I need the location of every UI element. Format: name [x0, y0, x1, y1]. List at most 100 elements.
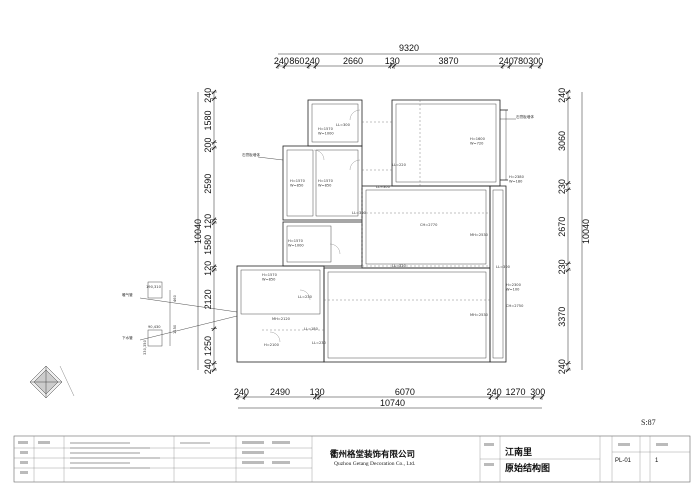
right-segment-label: 3060: [557, 131, 567, 151]
left-dimension-ticks: [211, 89, 217, 373]
bottom-dimension-ticks: [235, 394, 545, 400]
dim-bottom-total: 10740: [380, 398, 405, 408]
top-slash: [282, 63, 288, 69]
company-name: 衢州格堂装饰有限公司: [330, 450, 416, 460]
top-slash: [275, 63, 281, 69]
room-note: MH=2530: [470, 233, 489, 237]
bottom-slash: [235, 394, 241, 400]
left-dimension-chain: [197, 92, 215, 370]
room-note: LL=230: [312, 341, 327, 345]
sheet-number: 1: [655, 458, 659, 464]
sheet-border: [13, 435, 691, 483]
left-slash: [211, 89, 217, 95]
left-slash: [211, 140, 217, 145]
room-notes: H=1570W=1000LL=300H=1600W=720LL=220H=157…: [262, 123, 525, 347]
room-note: H=1570: [318, 127, 334, 131]
left-segment-label: 120: [203, 214, 213, 229]
left-slash: [211, 326, 217, 332]
room-note: W=850: [318, 184, 332, 188]
room-note: LL=300: [496, 265, 511, 269]
top-segment-label: 2660: [343, 56, 363, 66]
callout-460: 460: [173, 294, 177, 302]
top-slash: [500, 63, 506, 69]
left-slash: [211, 367, 217, 373]
floor-plan-walls: [236, 99, 508, 363]
bottom-slash: [495, 394, 500, 400]
top-segment-label: 300: [528, 56, 543, 66]
callout-drain-pipe: 下水管: [122, 335, 133, 340]
right-segment-label: 230: [557, 179, 567, 194]
top-segment-label: 130: [385, 56, 400, 66]
room-note: H=2300: [506, 283, 522, 287]
room-note: LL=300: [352, 211, 367, 215]
left-segment-label: 120: [203, 261, 213, 276]
left-slash: [211, 220, 217, 226]
bottom-slash: [316, 394, 322, 400]
top-segment-label: 3870: [438, 56, 458, 66]
room-note: LL=300: [376, 185, 391, 189]
room-note: LL=230: [298, 295, 313, 299]
left-segment-label: 1250: [203, 336, 213, 356]
bottom-segment-label: 300: [530, 387, 545, 397]
right-dimension-chain: [567, 92, 583, 370]
right-dimension-ticks: [565, 89, 571, 373]
bottom-segment-label: 2490: [270, 387, 290, 397]
top-slash: [537, 63, 543, 69]
room-note: CH=2750: [506, 304, 524, 308]
right-slash: [565, 261, 571, 266]
left-segment-label: 2590: [203, 174, 213, 194]
left-segment-label: 200: [203, 138, 213, 153]
right-segment-label: 240: [557, 359, 567, 374]
bottom-slash: [312, 394, 318, 400]
callout-leaders: [139, 118, 516, 347]
right-slash: [565, 181, 571, 186]
room-note: LL=300: [336, 123, 351, 127]
left-slash: [211, 361, 217, 366]
top-slash: [529, 63, 534, 69]
room-note: H=2100: [264, 343, 280, 347]
right-segment-label: 3370: [557, 307, 567, 327]
right-segment-label: 2670: [557, 217, 567, 237]
callout-330-350: 330,350: [143, 339, 147, 355]
dim-top-total: 9320: [399, 43, 419, 53]
room-note: W=850: [290, 184, 304, 188]
room-note: LL=180: [304, 327, 319, 331]
left-slash: [211, 96, 217, 101]
right-slash: [565, 267, 571, 273]
left-slash: [211, 145, 217, 151]
left-segment-label: 1580: [203, 235, 213, 255]
room-note: H=2380: [509, 175, 525, 179]
room-note: H=1600: [470, 137, 486, 141]
room-note: MH=2530: [470, 313, 489, 317]
company-name-en: Quzhou Getang Decoration Co., Ltd.: [334, 461, 416, 467]
callout-hot-water-pipe: 暖气管: [122, 292, 133, 297]
right-slash: [565, 96, 571, 101]
room-note: W=1000: [288, 244, 304, 248]
top-dimension-chain: [278, 53, 540, 67]
callout-190-310: 190,310: [146, 285, 162, 289]
left-segment-label: 1580: [203, 111, 213, 131]
door-swings: [269, 109, 361, 343]
left-slash: [211, 264, 217, 270]
left-slash: [211, 267, 217, 273]
top-dimension-ticks: [275, 63, 543, 69]
title-block-grid: [14, 436, 690, 482]
left-segment-label: 240: [203, 88, 213, 103]
room-note: W=180: [509, 180, 523, 184]
project-name: 江南里: [505, 448, 533, 458]
right-slash: [565, 367, 571, 373]
top-slash: [391, 63, 397, 69]
right-slash: [565, 89, 571, 95]
left-slash: [211, 217, 217, 222]
dim-left-total: 10040: [193, 219, 203, 244]
room-note: H=1570: [288, 239, 304, 243]
compass-icon: [29, 365, 75, 399]
room-note: H=1570: [262, 273, 278, 277]
right-slash: [565, 187, 571, 193]
top-segment-label: 780: [513, 56, 528, 66]
room-note: CH=2770: [420, 223, 438, 227]
